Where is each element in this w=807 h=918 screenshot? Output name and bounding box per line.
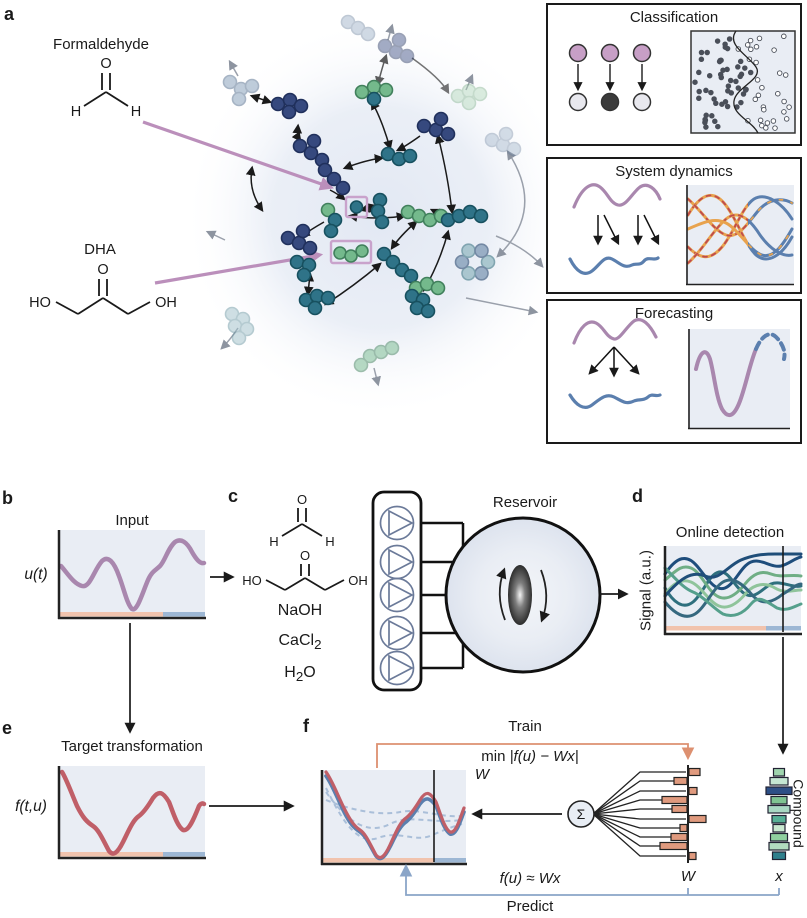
test-strip: [163, 612, 205, 617]
reagent-cacl2: CaCl2: [278, 632, 322, 653]
train-strip: [665, 626, 766, 631]
system-dynamics-title: System dynamics: [615, 163, 733, 180]
atom-o: O: [297, 492, 307, 507]
objective-formula: min |f(u) − Wx|: [481, 748, 579, 765]
decision-boundary: [733, 30, 759, 134]
reservoir: [420, 516, 629, 674]
classification-graphic: [568, 30, 796, 134]
predict-label: Predict: [506, 898, 554, 915]
dha-structure-c: O HO OH: [242, 548, 368, 591]
atom-h: H: [71, 104, 81, 120]
forecasting-title: Forecasting: [634, 305, 714, 322]
intermediate-fits: [325, 787, 463, 841]
atom-oh: OH: [348, 573, 368, 588]
online-detection-title: Online detection: [675, 524, 785, 541]
train-label: Train: [508, 718, 542, 735]
stir-arrow-right: [539, 569, 550, 623]
molecule-clusters: [222, 14, 522, 373]
panel-b-label: b: [2, 488, 13, 508]
atom-ho: HO: [29, 295, 51, 311]
target-transformation-title: Target transformation: [61, 738, 203, 755]
reagent-naoh: NaOH: [277, 602, 323, 619]
molecule-2-label: DHA: [84, 241, 116, 258]
train-path: [376, 743, 695, 768]
forecasting-graphic: [568, 318, 790, 430]
atom-h: H: [269, 534, 278, 549]
input-wave: [572, 318, 658, 345]
fit-plot: [320, 770, 467, 866]
pump-icons: [379, 505, 415, 686]
formaldehyde-node: [349, 200, 364, 214]
mapping-arrows: [593, 214, 660, 246]
stir-arrow-left: [496, 567, 507, 621]
molecule-1-label: Formaldehyde: [53, 36, 149, 53]
input-plot: [57, 530, 207, 620]
formaldehyde-structure-c: O H H: [269, 492, 334, 549]
panel-d-label: d: [632, 486, 643, 506]
system-dynamics-box: System dynamics: [546, 157, 802, 294]
sum-symbol: Σ: [577, 806, 586, 822]
reservoir-label: Reservoir: [492, 494, 558, 511]
panel-f-label: f: [303, 716, 309, 736]
input-wave: [572, 183, 662, 209]
atom-o: O: [100, 56, 111, 72]
panel-a-label: a: [4, 4, 15, 24]
target-curve: [59, 769, 207, 856]
system-dynamics-graphic: [568, 183, 794, 286]
objective-argmin-sub: W: [474, 766, 490, 783]
target-axis-label: f(t,u): [15, 798, 47, 815]
sum-node: [567, 800, 595, 828]
dha-structure-a: O HO OH: [29, 262, 177, 315]
target-plot: [57, 766, 207, 860]
response-wave: [568, 256, 660, 275]
train-strip: [59, 612, 163, 617]
classification-title: Classification: [629, 9, 719, 26]
reagent-h2o: H2O: [284, 664, 316, 685]
reaction-network: [142, 14, 570, 420]
predict-path: [399, 863, 780, 896]
test-strip: [163, 852, 205, 857]
input-axis-label: u(t): [24, 566, 48, 583]
class-scatter: [690, 30, 796, 134]
highlight-boxes: [329, 195, 373, 265]
compound-bars: [765, 767, 793, 861]
atom-ho: HO: [242, 573, 262, 588]
input-title: Input: [115, 512, 149, 529]
forecast-dashed: [754, 332, 787, 361]
panel-c-label: c: [228, 486, 239, 506]
dynamics-plot: [686, 185, 794, 286]
spread-arrows: [588, 346, 640, 378]
atom-h: H: [325, 534, 334, 549]
weight-bars: [659, 767, 707, 861]
atom-h: H: [131, 104, 141, 120]
classification-box: Classification: [546, 3, 802, 146]
signal-axis-label: Signal (a.u.): [637, 550, 655, 631]
weights-label: W: [680, 868, 696, 885]
target-curve-overlay: [324, 770, 466, 860]
forecast-plot: [688, 329, 790, 430]
pump-array: [371, 490, 423, 692]
regression-graphic: Σ: [320, 743, 793, 896]
compound-axis-label: Compound: [790, 779, 807, 848]
atom-o: O: [97, 262, 108, 278]
test-strip: [434, 858, 466, 863]
panel-e-label: e: [2, 718, 13, 738]
response-wave: [568, 393, 662, 409]
compound-vector-label: x: [775, 868, 783, 885]
input-curve: [58, 538, 207, 612]
atom-oh: OH: [155, 295, 177, 311]
train-strip: [323, 858, 434, 863]
formaldehyde-structure-a: O H H: [71, 56, 141, 120]
atom-o: O: [300, 548, 310, 563]
dha-node: [333, 244, 369, 263]
detection-plot: [663, 546, 803, 636]
predict-formula: f(u) ≈ Wx: [499, 870, 561, 887]
class-mapping: [568, 43, 652, 112]
stir-bar: [508, 565, 532, 625]
forecasting-box: Forecasting: [546, 299, 802, 444]
